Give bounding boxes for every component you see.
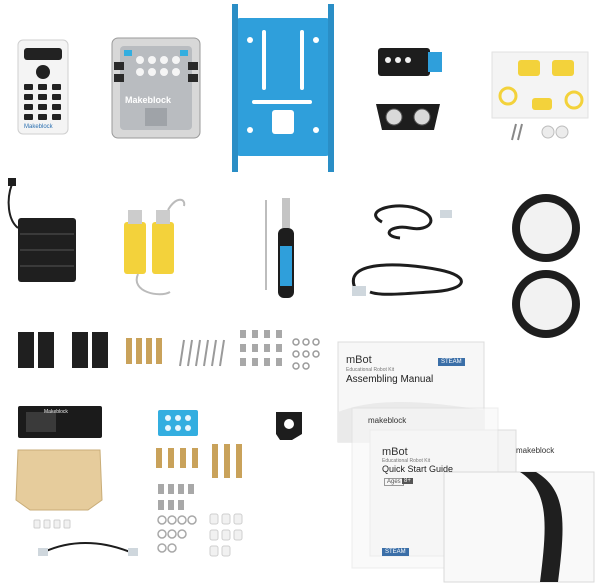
black-bracket: [276, 412, 302, 440]
nuts: [292, 338, 320, 370]
manual-title-text: Assembling Manual: [346, 374, 434, 385]
screwdriver: [265, 198, 294, 298]
velcro-pads: [18, 332, 108, 368]
guide-subtitle-text: Educational Robot Kit: [382, 458, 431, 464]
ir-remote: [17, 39, 69, 135]
screws: [179, 339, 225, 367]
wheels: [512, 194, 580, 338]
box-brand-text: makeblock: [368, 416, 407, 425]
remote-brand-text: Makeblock: [24, 124, 53, 130]
wheel-pins: [511, 123, 569, 141]
brass-standoffs: [126, 338, 162, 364]
back-brand-text: makeblock: [516, 446, 555, 455]
mcore-controller-board: [111, 37, 201, 139]
guide-title-text: Quick Start Guide: [382, 464, 454, 474]
dc-motors: [124, 198, 186, 296]
blue-connector-block: [158, 410, 198, 436]
acrylic-case: [15, 449, 103, 511]
robot-box: [443, 471, 595, 583]
white-spacers: [209, 513, 243, 557]
blue-aluminum-chassis: [232, 4, 334, 172]
cables: [352, 204, 463, 296]
battery-holder: [7, 178, 76, 282]
ultrasonic-sensor: [376, 104, 440, 130]
steam-badge-bottom-text: STEAM: [382, 548, 409, 556]
guide-brand-text: mBot: [382, 446, 408, 458]
manual-subtitle-text: Educational Robot Kit: [346, 367, 395, 373]
rj25-cable: [38, 542, 138, 556]
small-motor-parts-card: [491, 51, 589, 119]
ages-label-text: Ages: [384, 478, 404, 486]
steam-badge-text: STEAM: [438, 358, 465, 366]
small-brass-standoffs: [156, 444, 242, 478]
short-screws: [240, 330, 282, 366]
hardware-washers-bottom: [157, 515, 197, 553]
small-white-pieces: [33, 519, 71, 529]
rgb-led-module: [378, 48, 442, 76]
hardware-screws-bottom: [158, 484, 194, 510]
display-module: [18, 406, 102, 438]
display-brand-text: Makeblock: [44, 409, 68, 415]
ages-value-text: 8+: [402, 478, 413, 484]
manual-brand-text: mBot: [346, 354, 372, 366]
controller-brand-text: Makeblock: [125, 95, 172, 105]
